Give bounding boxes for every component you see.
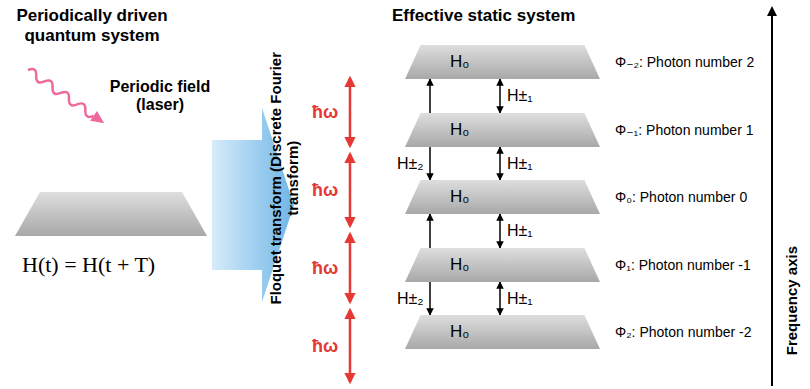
energy-plate: H₀ [405,248,600,282]
photon-sector: Φ₂: Photon number -2 [615,324,751,340]
section-heading: Effective static system [392,6,575,26]
photon-energy: ħω [312,180,338,201]
plate-label: H₀ [450,322,469,342]
coupling-arrow [499,79,501,113]
laser-wave-line [26,67,96,119]
plate-label: H₀ [450,255,469,275]
energy-arrow [349,310,352,382]
coupling-label: H±₂ [397,155,424,173]
energy-arrow [349,78,352,146]
plate-shape [405,45,600,79]
photon-energy: ħω [312,102,338,123]
plate-outline [405,180,600,214]
plate-shape [405,248,600,282]
plate-shape [405,180,600,214]
coupling-label: H±₁ [507,290,533,308]
plate-label: H₀ [450,52,469,72]
coupling-arrow [499,282,501,315]
energy-plate: H₀ [405,45,600,79]
coupling-arrow [499,147,501,180]
energy-plate: H₀ [405,180,600,214]
frequency-axis-arrow [771,8,773,386]
photon-sector: Φ₋₁: Photon number 1 [615,122,753,138]
energy-plate: H₀ [405,315,600,349]
plate-shape [405,113,600,147]
photon-sector: Φ₀: Photon number 0 [615,189,747,205]
plate-shape [405,315,600,349]
plate-outline [405,248,600,282]
plate-outline [405,315,600,349]
photon-sector: Φ₋₂: Photon number 2 [615,54,754,70]
photon-energy: ħω [312,336,338,357]
coupling-arrow [499,214,501,248]
energy-arrow [349,154,352,226]
energy-plate: H₀ [405,113,600,147]
laser-wave [25,65,108,128]
plate-label: H₀ [450,120,469,140]
coupling-label: H±₁ [507,87,533,105]
transform-label: Floquet transform (Discrete Fourier tran… [267,28,302,328]
energy-arrow [349,234,352,302]
coupling-label: H±₁ [507,222,533,240]
laser-arrowhead [90,111,108,128]
field-label: Periodic field (laser) [98,78,222,115]
axis-label: Frequency axis [782,246,799,355]
periodicity-equation: H(t) = H(t + T) [22,252,155,277]
plate-outline [405,45,600,79]
coupling-label: H±₁ [507,155,533,173]
driven-system-plate [15,192,207,236]
plate-label: H₀ [450,187,469,207]
plate-outline [405,113,600,147]
section-heading: Periodically driven quantum system [1,6,183,45]
photon-energy: ħω [312,258,338,279]
coupling-label: H±₂ [397,290,424,308]
photon-sector: Φ₁: Photon number -1 [615,257,751,273]
